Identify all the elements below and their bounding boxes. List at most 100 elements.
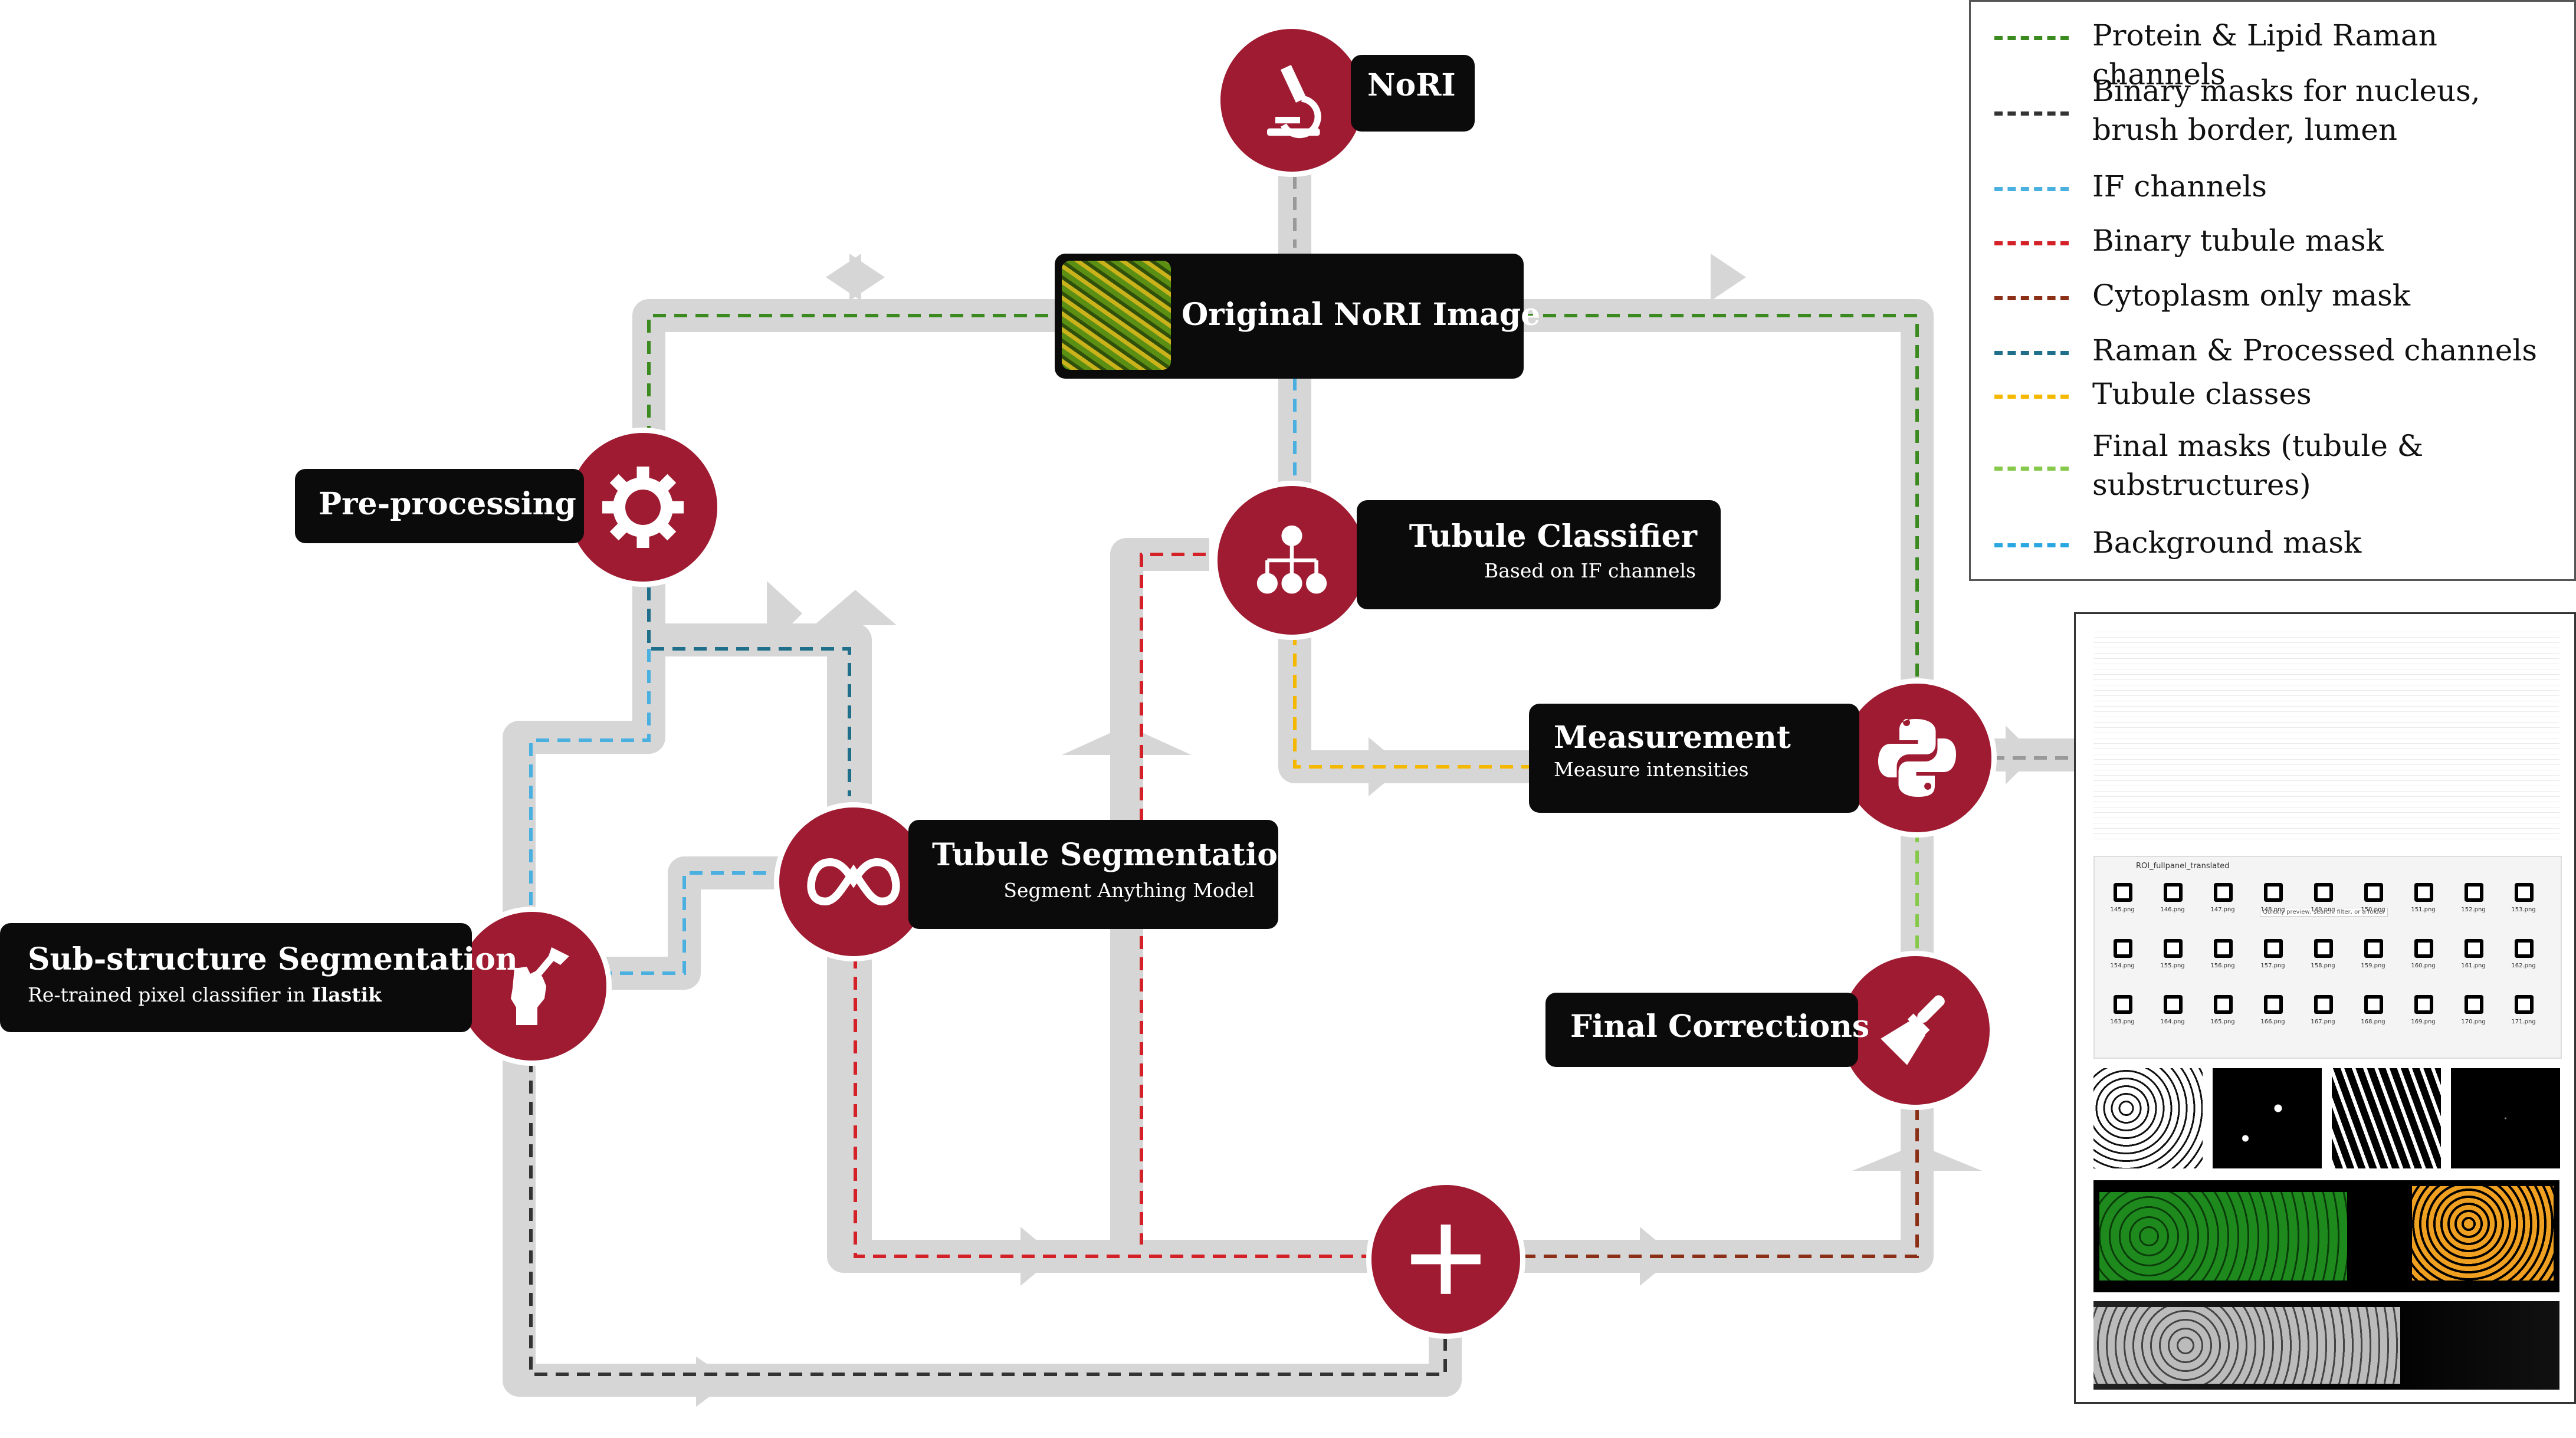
thumbnail-label: 153.png [2511,907,2536,913]
thumbnail-label: 162.png [2511,963,2536,969]
thumbnail-image [2414,939,2433,958]
nori-title: NoRI [1367,67,1456,103]
thumbnail-label: 155.png [2160,963,2185,969]
thumbnail-label: 148.png [2260,907,2285,913]
mask-preview-brush-border [2332,1068,2441,1168]
hierarchy-icon [1256,525,1327,594]
file-browser: ROI_fullpanel_translated Quickly preview… [2093,856,2562,1059]
meta-infinity-icon [807,858,900,906]
thumbnail-label: 166.png [2260,1019,2285,1025]
thumbnail-item[interactable]: 156.png [2202,937,2243,984]
gear-icon [602,467,684,548]
thumbnail-item[interactable]: 148.png [2252,881,2293,928]
mask-preview-nucleus [2213,1068,2322,1168]
measurement-subtitle: Measure intensities [1554,758,1749,781]
substructure-title: Sub-structure Segmentation [28,941,518,977]
thumbnail-item[interactable]: 171.png [2503,993,2544,1040]
thumbnail-item[interactable]: 164.png [2152,993,2193,1040]
thumbnail-image [2264,995,2283,1014]
legend-label: Raman & Processed channels [2092,333,2538,367]
mask-previews [2093,1068,2560,1168]
original-image-label: Original NoRI Image [1055,254,1540,379]
thumbnail-item[interactable]: 152.png [2453,881,2494,928]
results-panel: ROI_fullpanel_translated Quickly preview… [2074,612,2576,1404]
substructure-segmentation-node [452,907,612,1066]
final-corrections-title: Final Corrections [1570,1009,1870,1045]
thumbnail-item[interactable]: 163.png [2102,993,2143,1040]
thumbnail-item[interactable]: 145.png [2102,881,2143,928]
thumbnail-label: 169.png [2411,1019,2436,1025]
thumbnail-image [2164,939,2183,958]
legend-swatch [1994,111,2069,116]
thumbnail-item[interactable]: 167.png [2302,993,2344,1040]
legend-label-line2: brush border, lumen [2092,113,2398,147]
thumbnail-item[interactable]: 146.png [2152,881,2193,928]
substructure-subtitle-text: Re-trained pixel classifier in [28,983,312,1006]
tubule-classifier-label: Tubule Classifier Based on IF channels [1357,500,1721,609]
legend-label: Background mask [2092,526,2362,560]
legend-swatch [1994,395,2069,399]
dashed-flows [529,112,2076,1376]
thumbnail-item[interactable]: 162.png [2503,937,2544,984]
thumbnail-item[interactable]: 155.png [2152,937,2193,984]
tubule-segmentation-label: Tubule Segmentation Segment Anything Mod… [908,820,1300,929]
thumbnail-item[interactable]: 154.png [2102,937,2143,984]
thumbnail-label: 152.png [2461,907,2486,913]
legend: Protein & Lipid Raman channels Binary ma… [1969,0,2576,581]
nori-label: NoRI [1351,55,1475,132]
thumbnail-image [2264,883,2283,902]
legend-swatch [1994,543,2069,547]
thumbnail-item[interactable]: 166.png [2252,993,2293,1040]
final-mask-cells [2093,1307,2400,1384]
thumbnail-item[interactable]: 151.png [2403,881,2444,928]
thumbnail-label: 154.png [2110,963,2135,969]
legend-swatch [1994,187,2069,191]
thumbnail-item[interactable]: 161.png [2453,937,2494,984]
thumbnail-label: 161.png [2461,963,2486,969]
tubule-class-green [2099,1192,2347,1281]
thumbnail-image [2214,883,2233,902]
legend-swatch [1994,296,2069,300]
paintbrush-icon [1881,995,1945,1065]
thumbnail-label: 171.png [2511,1019,2536,1025]
thumbnail-item[interactable]: 150.png [2352,881,2394,928]
measurement-label: Measurement Measure intensities [1529,704,1859,813]
thumbnail-image [2465,995,2483,1014]
thumbnail-image [2164,883,2183,902]
thumbnail-label: 170.png [2461,1019,2486,1025]
thumbnail-item[interactable]: 169.png [2403,993,2444,1040]
thumbnail-image [2364,995,2383,1014]
thumbnail-item[interactable]: 168.png [2352,993,2394,1040]
thumbnail-label: 163.png [2110,1019,2135,1025]
folder-title: ROI_fullpanel_translated [2136,862,2230,871]
legend-swatch [1994,36,2069,40]
thumbnail-item[interactable]: 157.png [2252,937,2293,984]
measurement-spreadsheet [2093,632,2559,844]
legend-label-line2: substructures) [2092,468,2311,502]
thumbnail-item[interactable]: 160.png [2403,937,2444,984]
thumbnail-image [2515,939,2534,958]
thumbnail-item[interactable]: 158.png [2302,937,2344,984]
mask-preview-lumen [2451,1068,2560,1168]
thumbnail-item[interactable]: 170.png [2453,993,2494,1040]
thumbnail-image [2214,995,2233,1014]
legend-swatch [1994,241,2069,245]
thumbnail-item[interactable]: 165.png [2202,993,2243,1040]
preview-tooltip: Quickly preview, search, filter, or a fo… [2260,908,2388,917]
thumbnail-label: 164.png [2160,1019,2185,1025]
thumbnail-item[interactable]: 153.png [2503,881,2544,928]
thumbnail-item[interactable]: 147.png [2202,881,2243,928]
tubule-classifier-title: Tubule Classifier [1409,518,1697,554]
thumbnail-label: 158.png [2311,963,2335,969]
thumbnail-item[interactable]: 159.png [2352,937,2394,984]
thumbnail-item[interactable]: 149.png [2302,881,2344,928]
legend-label: Protein & Lipid Raman channels [2092,18,2437,91]
thumbnail-label: 159.png [2361,963,2385,969]
legend-label: Binary masks for nucleus, [2092,74,2480,108]
thumbnail-image [2314,939,2333,958]
thumbnail-image [2164,995,2183,1014]
thumbnail-image [2364,883,2383,902]
measurement-title: Measurement [1554,720,1791,756]
preprocessing-title: Pre-processing [319,486,576,522]
thumbnail-image [2314,995,2333,1014]
